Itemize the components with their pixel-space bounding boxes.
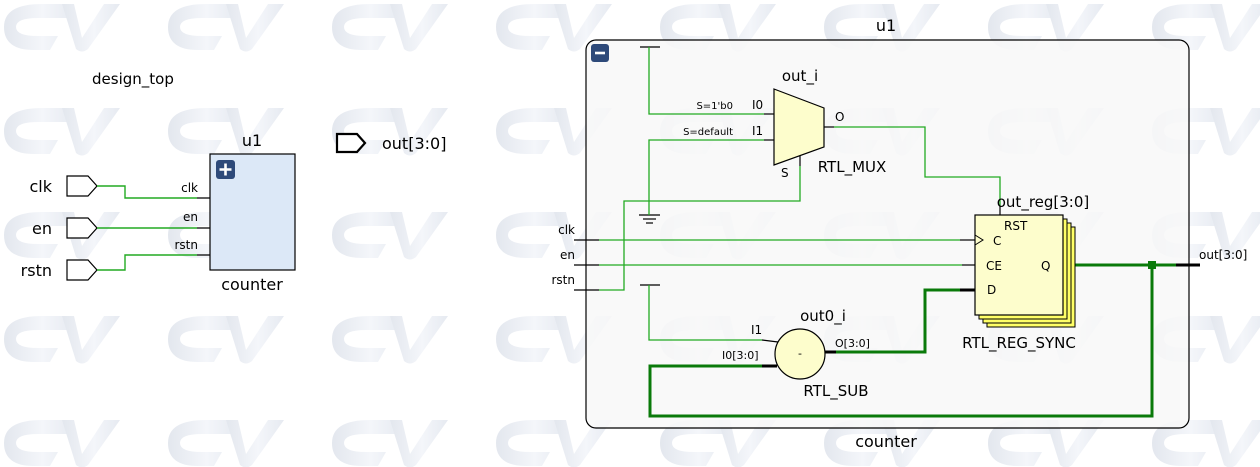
cell-instance-name: out_i — [782, 67, 818, 86]
pin-label-i0: I0[3:0] — [722, 349, 759, 362]
pin-label-rst: RST — [1004, 219, 1028, 233]
output-port-out[interactable]: out[3:0] — [335, 132, 446, 154]
clock-triangle-icon — [974, 234, 984, 246]
mux-cell-out-i[interactable]: out_i I0 I1 O S S=1'b0 S=default RTL_MUX — [683, 67, 886, 180]
expanded-view: u1 counter clk en rstn — [552, 16, 1248, 451]
net-rstn-select — [599, 166, 801, 291]
cell-type-name: RTL_SUB — [803, 382, 868, 401]
block-type-name: counter — [221, 275, 283, 294]
pin-label-en: en — [183, 210, 198, 224]
condition-i1: S=default — [683, 127, 733, 138]
net-clk — [97, 185, 197, 199]
counter-block-u1[interactable]: u1 counter clk en rstn — [175, 131, 296, 294]
watermark-logo — [168, 316, 284, 364]
frame-port-stubs — [574, 239, 599, 291]
frame-type-name: counter — [855, 432, 917, 451]
port-label-clk: clk — [558, 223, 575, 237]
pin-label-o: O[3:0] — [835, 337, 870, 350]
net-sub-i1 — [648, 285, 762, 341]
expand-button[interactable] — [216, 160, 235, 179]
net-junction — [1148, 261, 1156, 269]
pin-label-ce: CE — [986, 259, 1002, 273]
watermark-logo — [168, 108, 284, 156]
block-instance-name: u1 — [242, 131, 262, 150]
subtractor-cell-out0-i[interactable]: - out0_i I1 I0[3:0] O[3:0] RTL_SUB — [722, 307, 870, 401]
bus-sub-out — [836, 288, 960, 354]
port-label-en: en — [560, 248, 575, 262]
bus-feedback — [648, 265, 1154, 418]
design-title: design_top — [92, 70, 174, 89]
cell-type-name: RTL_REG_SYNC — [962, 334, 1076, 353]
pin-label-rstn: rstn — [175, 238, 199, 252]
top-level-view: design_top clk en rstn u1 c — [21, 70, 447, 294]
hierarchy-frame[interactable] — [585, 39, 1190, 429]
frame-instance-name: u1 — [876, 16, 896, 35]
register-cell-out-reg[interactable]: out_reg[3:0] RST C CE D Q RTL_REG_SYNC — [962, 193, 1089, 353]
minus-symbol: - — [798, 347, 802, 360]
watermark-logo — [168, 420, 284, 467]
pin-label-q: Q — [1041, 259, 1050, 273]
pin-label-i0: I0 — [752, 98, 763, 112]
pin-label-s: S — [781, 166, 789, 180]
watermark-logo — [4, 212, 120, 260]
watermark-logo — [332, 316, 448, 364]
condition-i0: S=1'b0 — [696, 101, 733, 112]
bus-nets — [648, 263, 1176, 418]
pin-label-o: O — [835, 110, 844, 124]
cell-instance-name: out_reg[3:0] — [997, 193, 1090, 212]
input-port-en[interactable]: en — [32, 217, 98, 239]
cell-pin-stubs — [761, 113, 1001, 343]
cell-type-name: RTL_MUX — [818, 158, 887, 177]
output-port-label: out[3:0] — [1199, 248, 1247, 262]
net-const-i1 — [648, 139, 764, 215]
output-port-label: out[3:0] — [382, 134, 446, 153]
collapse-button[interactable] — [591, 44, 609, 62]
pin-label-clk: clk — [181, 181, 198, 195]
watermark-logo — [332, 4, 448, 52]
net-const-i0 — [648, 47, 764, 115]
input-port-clk[interactable]: clk — [29, 175, 98, 197]
pin-label-i1: I1 — [752, 124, 763, 138]
signal-nets — [599, 47, 1001, 341]
input-port-label: clk — [29, 177, 52, 196]
watermark-logo — [332, 420, 448, 467]
input-port-label: en — [32, 219, 52, 238]
net-rstn — [97, 254, 197, 271]
top-nets — [97, 185, 197, 271]
watermark-logo — [4, 420, 120, 467]
watermark-logo — [4, 4, 120, 52]
pin-label-i1: I1 — [751, 323, 762, 337]
pin-label-d: D — [987, 283, 996, 297]
input-port-rstn[interactable]: rstn — [21, 259, 98, 281]
net-mux-out — [834, 126, 1001, 206]
cell-instance-name: out0_i — [800, 307, 846, 326]
watermark-logo — [4, 316, 120, 364]
watermark-logo — [332, 212, 448, 260]
watermark-logo — [168, 4, 284, 52]
plus-icon — [219, 163, 232, 176]
input-port-label: rstn — [21, 261, 52, 280]
port-label-rstn: rstn — [552, 273, 576, 287]
watermark-logo — [4, 108, 120, 156]
pin-label-c: C — [993, 234, 1001, 248]
